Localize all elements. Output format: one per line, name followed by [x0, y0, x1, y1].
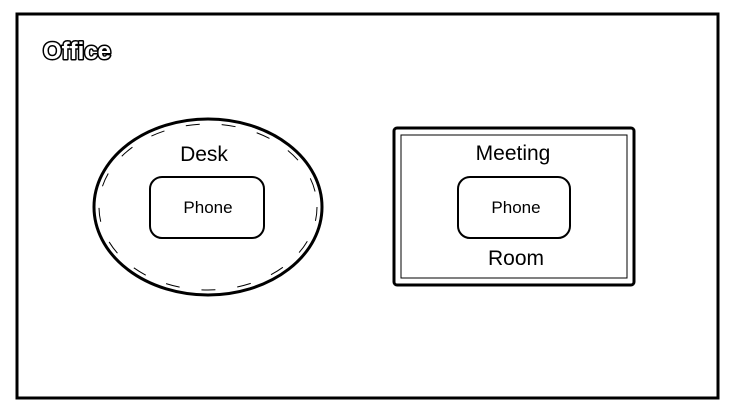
meeting-room-label-bottom: Room: [488, 247, 544, 270]
desk-label: Desk: [180, 143, 228, 166]
meeting-room-label-top: Meeting: [476, 142, 551, 165]
meeting-room-group: Meeting Phone Room: [392, 126, 636, 287]
desk-phone-label: Phone: [183, 198, 232, 217]
meeting-room-phone-box: [457, 176, 571, 239]
meeting-room-inner: [400, 134, 628, 279]
desk-group: Desk Phone: [92, 117, 324, 297]
desk-ellipse-inner: [98, 123, 318, 291]
office-title: Office: [43, 38, 111, 65]
meeting-room-phone-label: Phone: [491, 198, 540, 217]
desk-phone-box: [149, 176, 265, 239]
